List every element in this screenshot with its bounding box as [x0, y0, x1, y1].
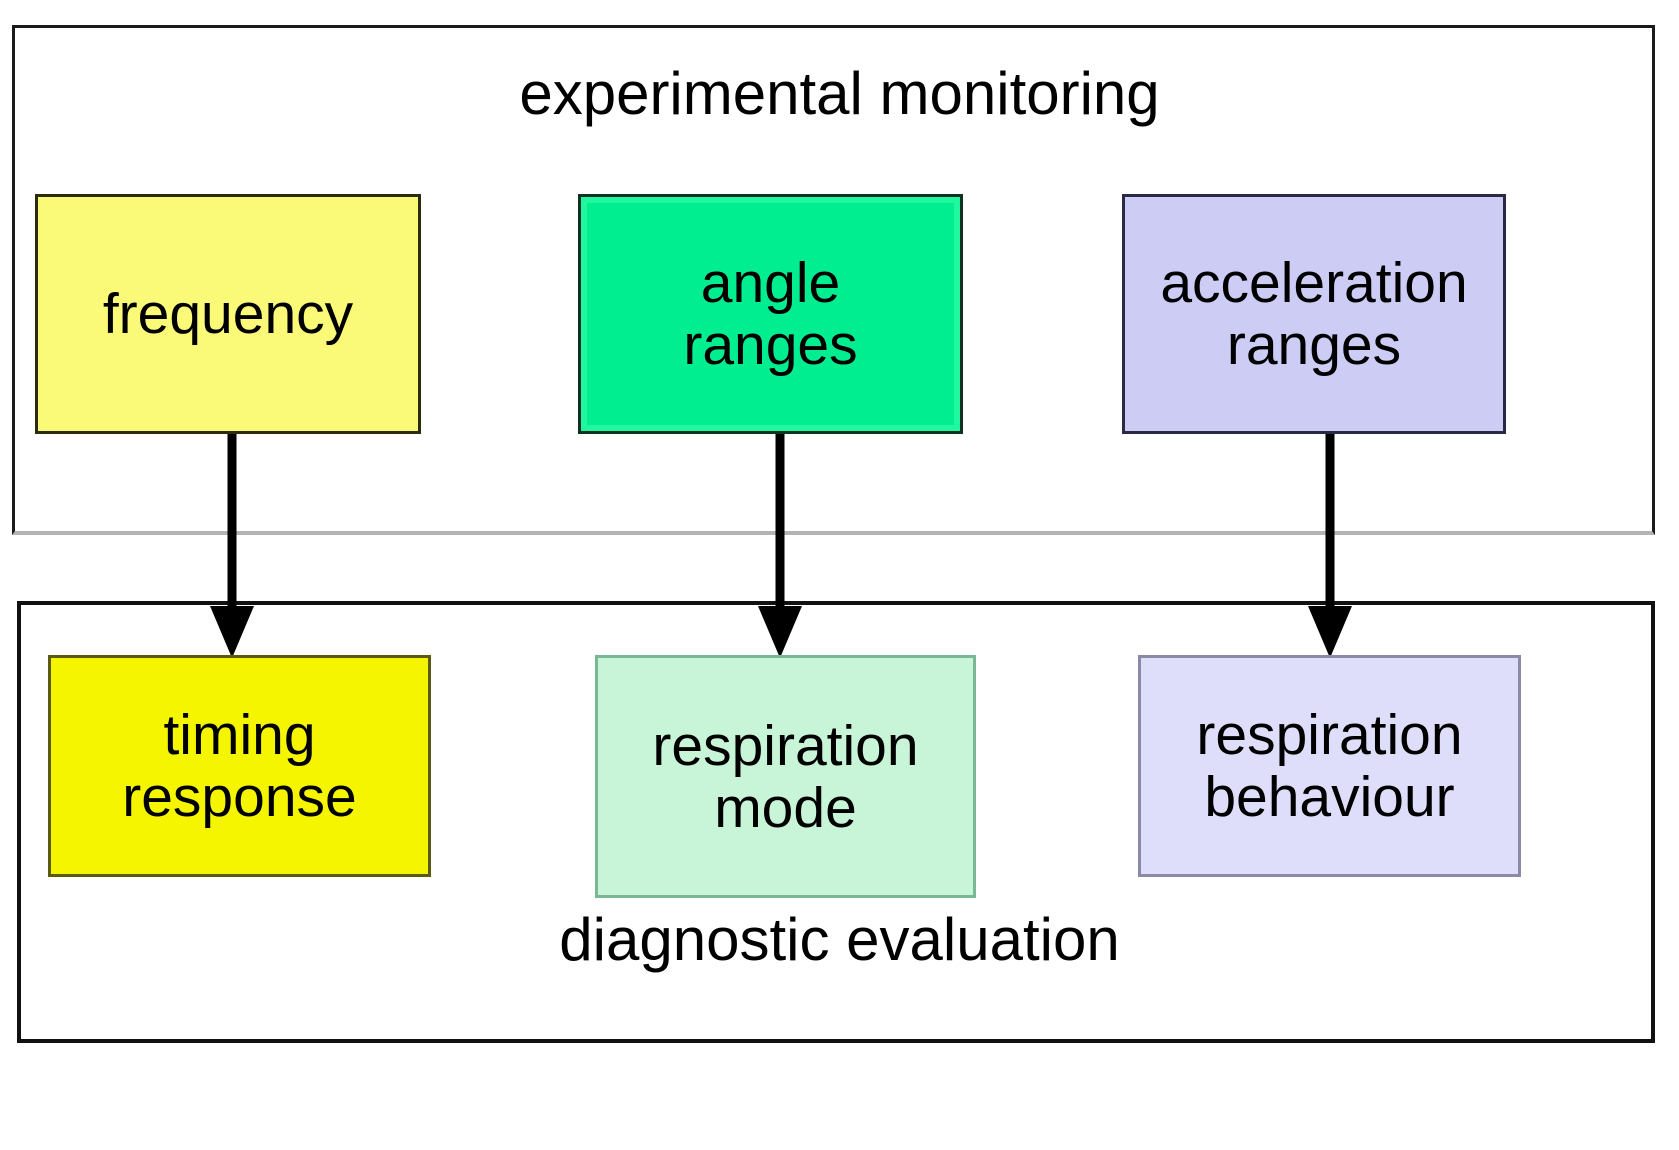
node-respiration-behaviour-label: respiration behaviour [1196, 703, 1463, 829]
node-angle-ranges-label: angle ranges [683, 251, 858, 377]
node-acceleration-ranges[interactable]: acceleration ranges [1122, 194, 1506, 434]
node-acceleration-ranges-label: acceleration ranges [1160, 251, 1468, 377]
node-timing-response-label: timing response [122, 703, 357, 829]
node-respiration-mode[interactable]: respiration mode [595, 655, 976, 898]
group-experimental-monitoring [12, 25, 1655, 535]
group-caption-diagnostic-evaluation: diagnostic evaluation [559, 906, 1120, 973]
group-diagnostic-evaluation [17, 601, 1655, 1043]
node-frequency[interactable]: frequency [35, 194, 421, 434]
node-timing-response[interactable]: timing response [48, 655, 431, 877]
node-respiration-mode-label: respiration mode [652, 713, 919, 840]
node-angle-ranges[interactable]: angle ranges [578, 194, 963, 434]
node-frequency-label: frequency [102, 282, 354, 346]
group-caption-experimental-monitoring: experimental monitoring [519, 60, 1160, 127]
node-respiration-behaviour[interactable]: respiration behaviour [1138, 655, 1521, 877]
